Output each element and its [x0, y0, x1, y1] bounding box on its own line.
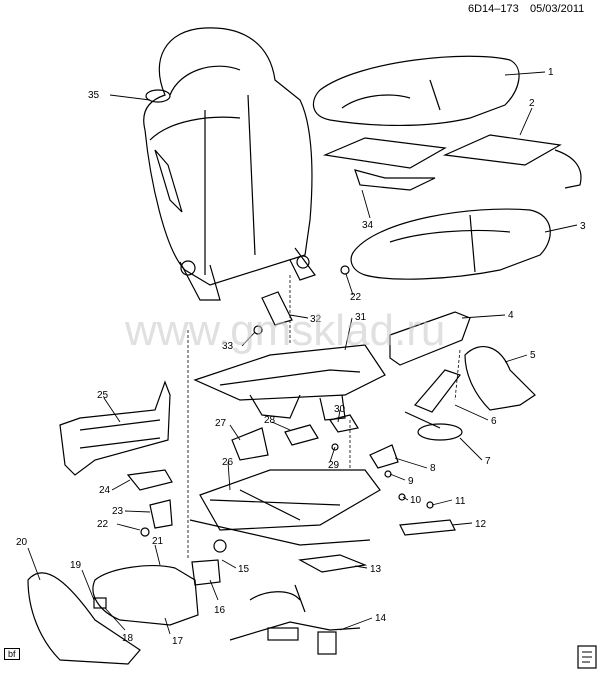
bracket-part-8: [369, 444, 399, 469]
callout-18: 18: [122, 633, 134, 644]
seat-adjuster-track-part: [189, 469, 381, 546]
callout-13: 13: [370, 564, 382, 575]
callout-14: 14: [375, 613, 387, 624]
bolt-33: [253, 325, 263, 335]
bracket-part-24: [126, 469, 173, 491]
callout-35: 35: [88, 90, 100, 101]
bolt-22-top: [340, 265, 350, 275]
seat-belt-buckle-part: [404, 369, 463, 441]
bolt-10: [398, 493, 406, 501]
callout-10: 10: [410, 495, 422, 506]
clip-part-18: [93, 597, 107, 609]
callout-8: 8: [430, 463, 436, 474]
callout-11: 11: [455, 496, 466, 507]
callout-32: 32: [310, 314, 322, 325]
book-icon: [577, 645, 597, 669]
diagram-date: 05/03/2011: [530, 3, 585, 15]
watermark: www.gmsklad.ru: [124, 306, 445, 355]
side-cover-part: [27, 572, 141, 665]
knob-part: [213, 539, 227, 553]
callout-2: 2: [529, 98, 535, 109]
callout-9: 9: [408, 476, 414, 487]
seat-cushion-upper-part: [312, 55, 520, 126]
bolt-29: [331, 443, 339, 451]
callout-23: 23: [112, 506, 124, 517]
callout-5: 5: [530, 350, 536, 361]
lever-part: [298, 554, 368, 573]
handle-part: [399, 519, 456, 536]
callout-34: 34: [362, 220, 374, 231]
callout-20: 20: [16, 537, 28, 548]
callouts: 1 2 3 4 5 6 7 8 9 10 11 12 13 14 15 16 1…: [16, 67, 586, 647]
callout-22-lower: 22: [97, 519, 109, 530]
callout-21: 21: [152, 536, 164, 547]
callout-4: 4: [508, 310, 514, 321]
callout-22-top: 22: [350, 292, 362, 303]
bracket-small-part: [284, 424, 319, 446]
callout-3: 3: [580, 221, 586, 232]
callout-25: 25: [97, 390, 109, 401]
seat-side-panel-part: [92, 565, 199, 626]
seat-cushion-lower-part: [350, 208, 551, 280]
callout-33: 33: [222, 341, 234, 352]
diagram-code: 6D14–173: [468, 3, 519, 15]
seat-mat-part: [322, 137, 447, 191]
guide-lines: [187, 275, 461, 560]
callout-7: 7: [485, 456, 491, 467]
bracket-part-23: [149, 499, 173, 529]
heater-pad-part: [442, 134, 582, 189]
callout-12: 12: [475, 519, 487, 530]
wiring-harness-part: [229, 584, 361, 655]
callout-26: 26: [222, 457, 234, 468]
callout-28: 28: [264, 415, 276, 426]
callout-15: 15: [238, 564, 250, 575]
callout-24: 24: [99, 485, 111, 496]
bolt-22-lower: [140, 527, 150, 537]
callout-1: 1: [548, 67, 554, 78]
switch-part: [191, 559, 221, 586]
callout-29: 29: [328, 460, 340, 471]
leader-lines: [27, 71, 578, 635]
callout-17: 17: [172, 636, 184, 647]
callout-31: 31: [355, 312, 367, 323]
seat-pan-part: [193, 344, 386, 421]
callout-19: 19: [70, 560, 82, 571]
callout-30: 30: [334, 404, 346, 415]
callout-6: 6: [491, 416, 497, 427]
seat-back-part: [143, 27, 316, 301]
frame-side-part: [59, 380, 171, 476]
callout-27: 27: [215, 418, 227, 429]
callout-16: 16: [214, 605, 226, 616]
bracket-part-32: [261, 291, 293, 326]
clip-part: [329, 414, 359, 433]
side-shield-part: [464, 346, 536, 411]
bracket-part: [231, 427, 269, 461]
footer-tag: bf: [4, 648, 20, 660]
trim-cover-part: [389, 311, 471, 366]
